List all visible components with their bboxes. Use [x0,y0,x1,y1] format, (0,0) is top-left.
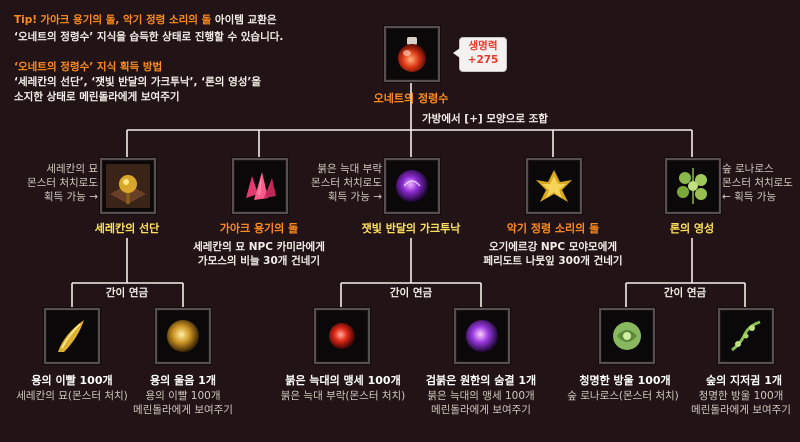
red-orb-icon [329,323,355,349]
tip-items: 가아크 용기의 돌, 악기 정령 소리의 돌 [40,14,212,26]
row2-4-desc: 숲 로나로스(몬스터 처치) [567,390,679,402]
method-line-2: 소지한 상태로 메린돌라에게 보여주기 [14,91,180,103]
top-item-slot[interactable] [384,26,440,82]
row1-4-slot[interactable] [665,158,721,214]
row1-0-name: 세레칸의 선단 [94,222,160,235]
combine-text: 가방에서 [+] 모양으로 조합 [422,113,548,125]
hp-bonus-label: 생명력 [468,40,498,52]
row2-1-slot[interactable] [155,308,211,364]
combine-label-1: 간이 연금 [105,287,149,299]
gold-orb-icon [167,320,199,352]
tip-line-2: ‘오네트의 정령수’ 지식을 습득한 상태로 진행할 수 있습니다. [14,31,284,43]
row2-3-name: 검붉은 원한의 숨결 1개 [425,374,537,387]
row2-3-desc: 붉은 늑대의 맹세 100개 메린돌라에게 보여주기 [427,390,535,416]
violet-orb-icon [466,320,498,352]
row1-0-side: 세레칸의 묘 몬스터 처치로도 획득 가능 → [27,163,98,203]
tip-line-1: Tip! 가아크 용기의 돌, 악기 정령 소리의 돌 아이템 교환은 [14,13,277,27]
dragon-tooth-icon [58,320,84,352]
purple-orb-icon [396,170,428,202]
row1-1-slot[interactable] [232,158,288,214]
red-potion-icon [398,37,426,72]
row2-2-slot[interactable] [314,308,370,364]
row1-2-slot[interactable] [384,158,440,214]
row1-4-side: 숲 로나로스 몬스터 처치로도 ← 획득 가능 [722,163,793,203]
row1-4-name: 론의 영성 [669,222,715,235]
row2-0-desc: 세레칸의 묘(몬스터 처치) [16,390,128,402]
row1-2-name: 잿빛 반달의 가크투낙 [361,222,461,235]
combine-label-3: 간이 연금 [663,287,707,299]
row2-2-name: 붉은 늑대의 맹세 100개 [285,374,401,387]
green-bell-icon [613,322,641,350]
pink-crystal-icon [246,172,276,200]
row1-3-name: 악기 정령 소리의 돌 [506,222,600,235]
hp-bonus-bubble: 생명력 +275 [453,37,507,72]
green-vine-icon [731,320,761,352]
combine-label-2: 간이 연금 [389,287,433,299]
row1-3-slot[interactable] [526,158,582,214]
tip-prefix: Tip! [14,14,38,26]
row2-2-desc: 붉은 늑대 부락(몬스터 처치) [280,390,406,402]
golden-rod-icon [106,164,150,208]
row2-5-slot[interactable] [718,308,774,364]
hp-bonus-value: +275 [467,54,499,66]
row2-0-name: 용의 이빨 100개 [31,374,113,387]
row1-0-slot[interactable] [100,158,156,214]
method-line-1: ‘세레칸의 선단’, ‘잿빛 반달의 가크투낙’, ‘론의 영성’을 [14,76,262,88]
row1-2-side: 붉은 늑대 부락 몬스터 처치로도 획득 가능 → [311,163,382,203]
row2-4-name: 청명한 방울 100개 [579,374,671,387]
method-title: ‘오네트의 정령수’ 지식 획득 방법 [14,61,163,73]
green-orbs-icon [677,168,707,204]
row2-5-desc: 청명한 방울 100개 메린돌라에게 보여주기 [691,390,791,416]
golden-leaf-icon [536,170,572,202]
row2-5-name: 숲의 지저귐 1개 [705,374,783,387]
row1-3-desc: 오기에르강 NPC 모야모에게 페리도트 나뭇잎 300개 건네기 [483,241,623,267]
row2-1-desc: 용의 이빨 100개 메린돌라에게 보여주기 [133,390,233,416]
top-item-name: 오네트의 정령수 [373,92,449,105]
row2-3-slot[interactable] [454,308,510,364]
row1-1-desc: 세레칸의 묘 NPC 카미라에게 가모스의 비늘 30개 건네기 [193,241,325,267]
row2-4-slot[interactable] [599,308,655,364]
row1-1-name: 가아크 용기의 돌 [219,222,299,235]
tip-suffix: 아이템 교환은 [211,14,277,26]
row2-0-slot[interactable] [44,308,100,364]
row2-1-name: 용의 울음 1개 [150,374,216,387]
